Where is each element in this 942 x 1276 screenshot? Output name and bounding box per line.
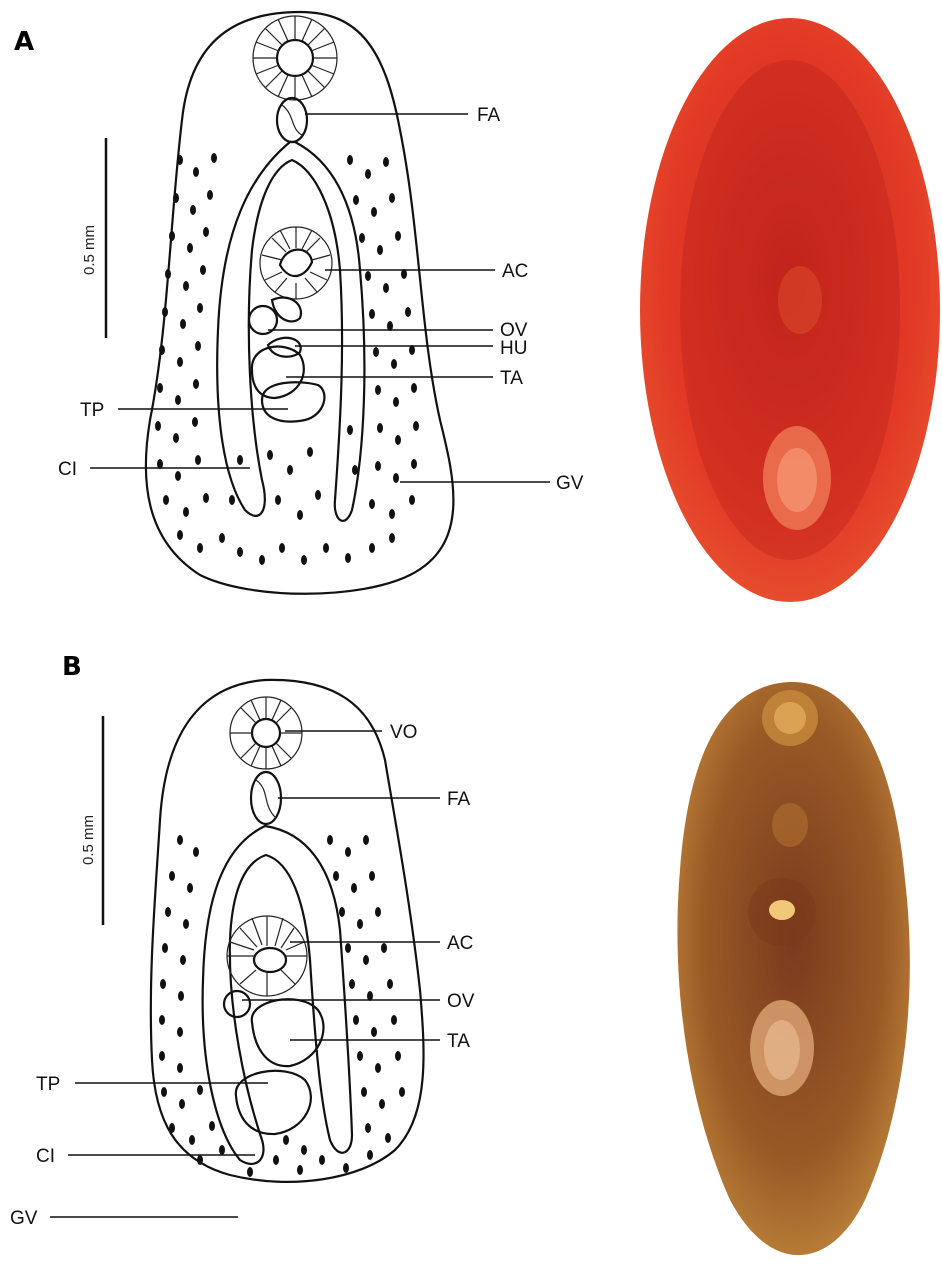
panel-b-pharynx <box>251 772 281 824</box>
panel-b-label-gv: GV <box>10 1208 38 1229</box>
panel-b-letter: B <box>62 652 82 682</box>
panel-a-label-ac: AC <box>502 261 528 282</box>
panel-a-vitellaria <box>155 153 395 565</box>
panel-a-posterior-testis <box>262 382 324 421</box>
panel-a-label-gv: GV <box>556 473 584 494</box>
panel-b-oral-sucker <box>230 697 302 769</box>
panel-a-label-ta: TA <box>500 368 523 389</box>
panel-a-label-hu: HU <box>500 338 527 359</box>
panel-b: B 0.5 mm <box>10 652 910 1255</box>
panel-b-acetabulum <box>227 916 307 996</box>
panel-b-label-ta: TA <box>447 1031 470 1052</box>
panel-b-label-ci: CI <box>36 1146 55 1167</box>
panel-a-vitellaria-right <box>347 155 419 519</box>
panel-a-specimen-photo <box>640 18 940 602</box>
panel-b-label-fa: FA <box>447 789 471 810</box>
panel-a-oral-sucker <box>253 16 337 100</box>
panel-b-label-tp: TP <box>36 1074 60 1095</box>
panel-a-label-tp: TP <box>80 400 104 421</box>
panel-b-specimen-photo <box>677 682 909 1255</box>
panel-b-vitellaria <box>159 835 373 1177</box>
panel-b-posterior-testis <box>236 1071 311 1134</box>
panel-a-label-ci: CI <box>58 459 77 480</box>
panel-b-ovary <box>224 991 250 1017</box>
panel-b-vitellaria-right <box>327 835 405 1143</box>
panel-b-label-ac: AC <box>447 933 473 954</box>
panel-a-label-fa: FA <box>477 105 501 126</box>
panel-a: A 0.5 mm <box>14 12 940 602</box>
panel-a-pharynx <box>277 98 307 142</box>
panel-b-label-ov: OV <box>447 991 475 1012</box>
panel-b-scale-label: 0.5 mm <box>80 815 97 865</box>
panel-b-leaders <box>50 731 440 1217</box>
panel-a-scale-bar: 0.5 mm <box>81 138 106 338</box>
panel-a-acetabulum <box>260 227 332 299</box>
panel-a-letter: A <box>14 27 34 57</box>
panel-b-scale-bar: 0.5 mm <box>80 716 103 925</box>
panel-b-label-vo: VO <box>390 722 417 743</box>
panel-a-scale-label: 0.5 mm <box>81 225 98 275</box>
